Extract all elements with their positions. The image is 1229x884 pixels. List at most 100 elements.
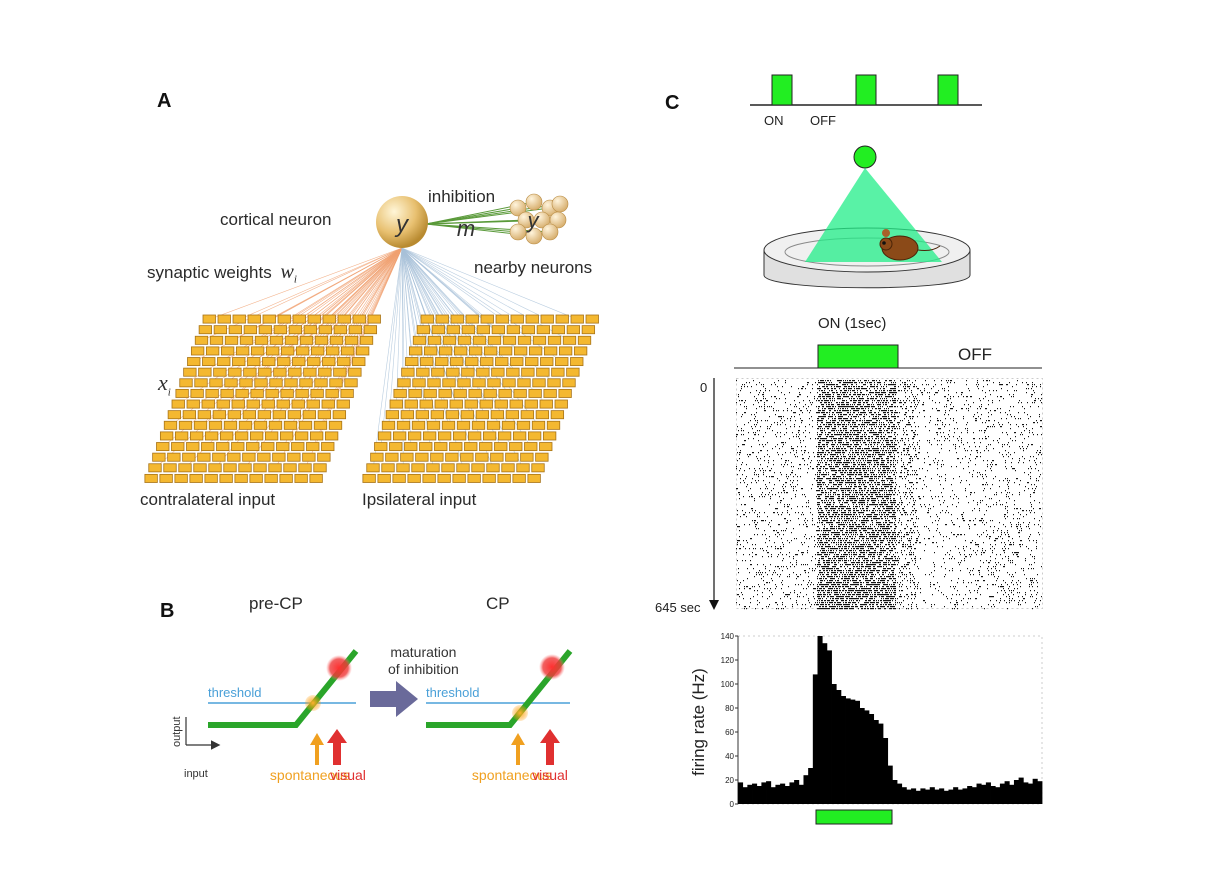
spike — [882, 442, 883, 444]
spike — [885, 404, 886, 406]
spike — [917, 400, 918, 402]
spike — [855, 448, 856, 450]
spike — [899, 402, 900, 404]
spike — [873, 498, 874, 500]
spike — [877, 462, 878, 464]
input-cell — [239, 378, 253, 388]
spike — [906, 468, 907, 470]
spike — [870, 386, 871, 388]
spike — [827, 486, 828, 488]
spike — [864, 440, 865, 442]
spike — [836, 480, 837, 482]
spike — [795, 496, 796, 498]
spike — [863, 508, 864, 510]
spike — [854, 444, 855, 446]
spike — [869, 494, 870, 496]
spike — [831, 454, 832, 456]
spike — [967, 422, 968, 424]
input-cell — [258, 367, 272, 377]
spike — [802, 454, 803, 456]
spike — [878, 492, 879, 494]
input-cell — [213, 325, 228, 335]
spike — [804, 464, 805, 466]
spike — [875, 434, 876, 436]
spike — [802, 506, 803, 508]
input-cell — [217, 314, 231, 324]
spike — [858, 482, 859, 484]
spike — [911, 390, 912, 392]
input-cell — [550, 410, 565, 420]
spike — [1014, 468, 1015, 470]
spike — [996, 492, 997, 494]
spike — [876, 488, 877, 490]
spike — [913, 510, 914, 512]
spike — [881, 456, 882, 458]
spike — [822, 510, 823, 512]
spike — [862, 482, 863, 484]
spike — [985, 436, 986, 438]
spike — [1007, 480, 1008, 482]
spike — [945, 438, 946, 440]
spike — [775, 494, 776, 496]
spike — [955, 448, 956, 450]
spike — [987, 484, 988, 486]
spike — [915, 396, 916, 398]
input-cell — [272, 452, 286, 462]
spike — [845, 472, 846, 474]
spike — [894, 508, 895, 510]
spike — [985, 396, 986, 398]
spike — [792, 448, 793, 450]
spike — [950, 382, 951, 384]
spike — [950, 380, 951, 382]
spike — [948, 380, 949, 382]
spike — [820, 498, 821, 500]
spike — [884, 508, 885, 510]
spike — [840, 500, 841, 502]
spike — [823, 492, 824, 494]
spike — [829, 390, 830, 392]
spike — [866, 438, 867, 440]
spike — [866, 444, 867, 446]
spike — [841, 488, 842, 490]
input-cell — [566, 325, 581, 335]
spike — [857, 442, 858, 444]
spike — [880, 436, 881, 438]
spike — [980, 474, 981, 476]
spike — [836, 466, 837, 468]
spike — [883, 400, 884, 402]
spike — [936, 392, 937, 394]
spike — [820, 468, 821, 470]
spike — [881, 400, 882, 402]
spike — [835, 434, 836, 436]
spike — [840, 458, 841, 460]
spike — [924, 410, 925, 412]
spike — [802, 420, 803, 422]
spike — [852, 382, 853, 384]
spike — [853, 422, 854, 424]
spike — [849, 462, 850, 464]
spike — [895, 500, 896, 502]
spike — [846, 430, 847, 432]
spike — [1032, 432, 1033, 434]
spike — [833, 456, 834, 458]
spike — [884, 482, 885, 484]
spike — [886, 424, 887, 426]
spike — [894, 444, 895, 446]
spike — [867, 460, 868, 462]
spike — [819, 494, 820, 496]
spike — [848, 458, 849, 460]
spike — [791, 446, 792, 448]
spike — [755, 400, 756, 402]
spike — [897, 494, 898, 496]
spike — [1006, 502, 1007, 504]
spike — [818, 502, 819, 504]
mouse-setup-illustration — [763, 145, 971, 289]
spike — [855, 498, 856, 500]
input-cell — [310, 346, 325, 356]
stimulus-pulse — [855, 74, 877, 106]
spike — [860, 478, 861, 480]
spike — [844, 384, 845, 386]
spike — [848, 490, 849, 492]
spike — [825, 434, 826, 436]
spike — [828, 484, 829, 486]
